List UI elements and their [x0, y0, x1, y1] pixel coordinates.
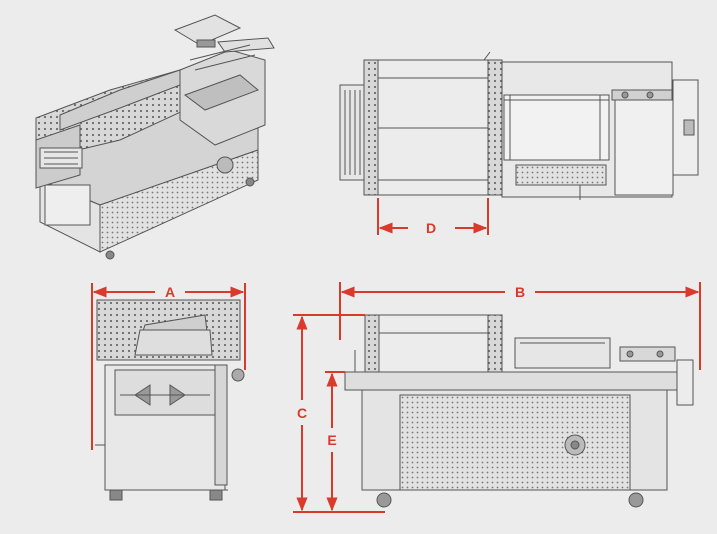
- dimension-c-label: C: [297, 405, 307, 421]
- dimension-a-label: A: [165, 284, 175, 300]
- isometric-view: [35, 14, 275, 260]
- dimension-e-label: E: [327, 432, 336, 448]
- top-view: [339, 51, 699, 200]
- dimension-d-label: D: [426, 220, 436, 236]
- side-view: [344, 314, 694, 508]
- dimension-lines: [91, 198, 701, 513]
- dimension-b-label: B: [515, 284, 525, 300]
- front-view: [95, 299, 245, 501]
